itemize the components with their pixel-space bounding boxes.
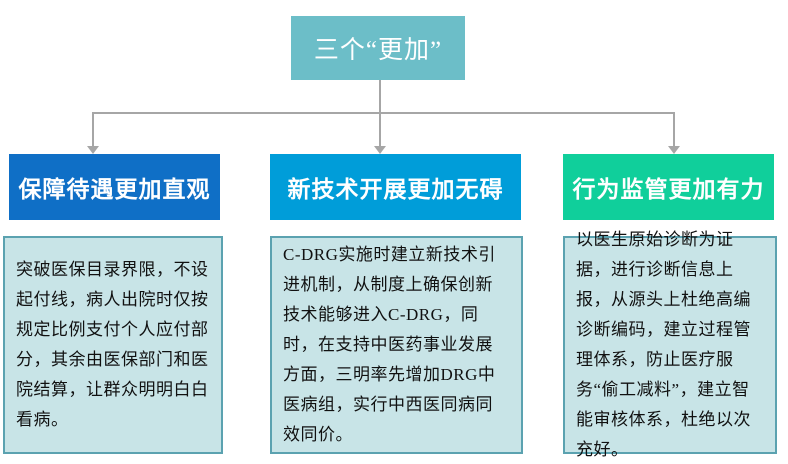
column-body-text: C-DRG实施时建立新技术引进机制，从制度上确保创新技术能够进入C-DRG，同时…	[283, 245, 496, 444]
column-body-new-technology: C-DRG实施时建立新技术引进机制，从制度上确保创新技术能够进入C-DRG，同时…	[270, 236, 523, 454]
column-header-label: 新技术开展更加无碍	[287, 177, 504, 202]
column-body-benefits: 突破医保目录界限，不设起付线，病人出院时仅按规定比例支付个人应付部分，其余由医保…	[3, 236, 223, 454]
column-body-supervision: 以医生原始诊断为证据，进行诊断信息上报，从源头上杜绝高编诊断编码，建立过程管理体…	[563, 230, 777, 459]
diagram-title-label: 三个“更加”	[313, 37, 443, 64]
column-header-label: 行为监管更加有力	[572, 177, 765, 202]
down-arrowhead-icon	[374, 146, 386, 154]
down-arrowhead-icon	[668, 146, 680, 154]
column-header-new-technology: 新技术开展更加无碍	[270, 154, 521, 220]
column-header-supervision: 行为监管更加有力	[563, 154, 774, 220]
connector-branch-lines	[92, 80, 675, 147]
column-header-label: 保障待遇更加直观	[18, 177, 211, 202]
diagram-title-box: 三个“更加”	[291, 16, 465, 80]
column-body-text: 突破医保目录界限，不设起付线，病人出院时仅按规定比例支付个人应付部分，其余由医保…	[16, 260, 209, 429]
down-arrowhead-icon	[87, 146, 99, 154]
connector-arrowheads	[87, 146, 680, 154]
column-header-benefits: 保障待遇更加直观	[9, 154, 220, 220]
column-body-text: 以医生原始诊断为证据，进行诊断信息上报，从源头上杜绝高编诊断编码，建立过程管理体…	[576, 230, 751, 459]
